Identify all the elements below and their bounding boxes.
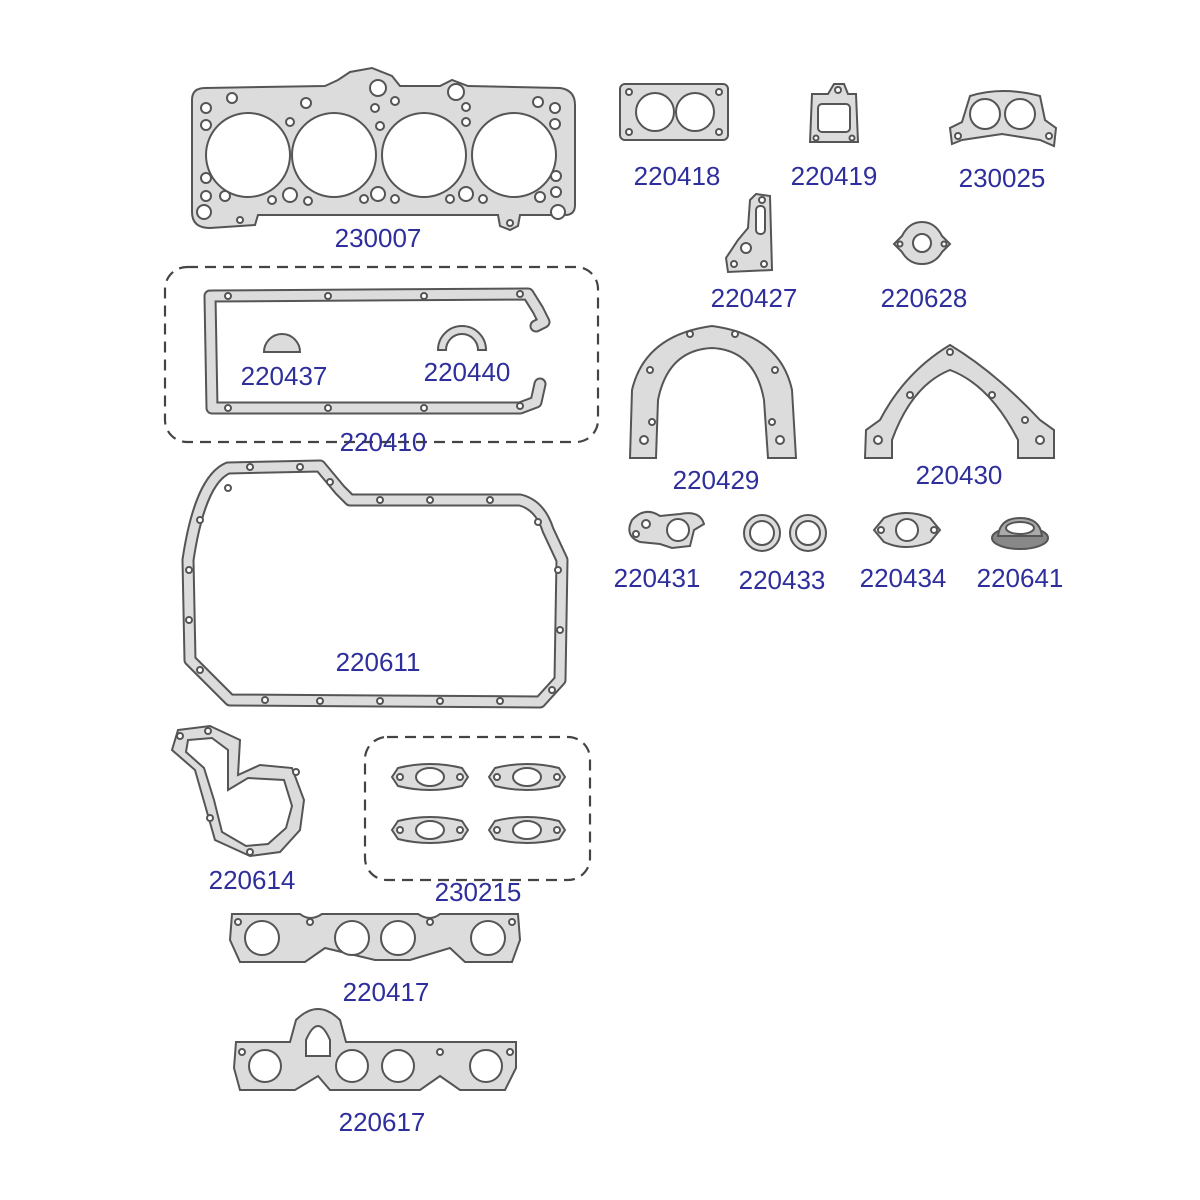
- manifold-gasket-220417: 220417: [228, 913, 522, 1007]
- part-number-230025: 230025: [959, 163, 1046, 193]
- part-number-230007: 230007: [335, 223, 422, 253]
- part-number-220429: 220429: [673, 465, 760, 495]
- gasket-220431: 220431: [614, 510, 706, 593]
- part-number-220430: 220430: [916, 460, 1003, 490]
- part-number-220417: 220417: [343, 977, 430, 1007]
- half-ring-seal-220440: [436, 325, 488, 351]
- gasket-kit-230215: 230215: [363, 735, 592, 907]
- gasket-220433: 220433: [739, 514, 827, 595]
- part-number-220628: 220628: [881, 283, 968, 313]
- head-gasket-230007: 230007: [191, 66, 576, 253]
- gasket-220419: 220419: [791, 83, 878, 191]
- gasket-220418: 220418: [619, 83, 729, 191]
- gasket-220628: 220628: [881, 220, 968, 313]
- part-number-230215: 230215: [435, 877, 522, 907]
- gasket-220429: 220429: [628, 324, 798, 495]
- part-number-220410: 220410: [340, 427, 427, 457]
- part-number-220617: 220617: [339, 1107, 426, 1137]
- gasket-230025: 230025: [948, 90, 1058, 193]
- gasket-220427: 220427: [711, 192, 798, 313]
- gasket-220430: 220430: [863, 343, 1055, 490]
- part-number-220641: 220641: [977, 563, 1064, 593]
- manifold-gasket-220617: 220617: [232, 1008, 517, 1137]
- part-number-220440: 220440: [424, 357, 511, 387]
- oil-pan-gasket-220611: 220611: [181, 459, 569, 709]
- part-number-220434: 220434: [860, 563, 947, 593]
- part-number-220418: 220418: [634, 161, 721, 191]
- part-number-220431: 220431: [614, 563, 701, 593]
- seal-220641: 220641: [977, 516, 1064, 593]
- gasket-220614: 220614: [170, 724, 306, 895]
- part-number-220433: 220433: [739, 565, 826, 595]
- gasket-220434: 220434: [860, 512, 947, 593]
- part-number-220614: 220614: [209, 865, 296, 895]
- gasket-kit-220410: 220437 220440 220410: [163, 265, 600, 457]
- part-number-220419: 220419: [791, 161, 878, 191]
- part-number-220437: 220437: [241, 361, 328, 391]
- half-moon-seal-220437: [262, 333, 302, 353]
- part-number-220611: 220611: [336, 647, 421, 677]
- part-number-220427: 220427: [711, 283, 798, 313]
